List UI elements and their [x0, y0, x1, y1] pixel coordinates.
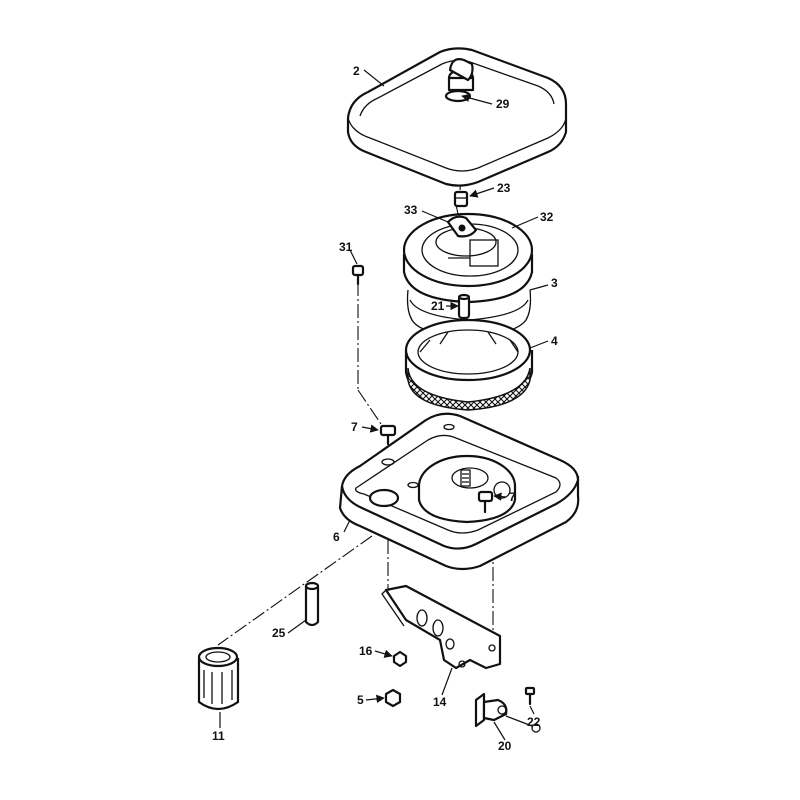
callout-29: 29	[496, 97, 510, 111]
callout-16: 16	[359, 644, 373, 658]
tube	[304, 581, 320, 627]
callout-11: 11	[212, 729, 225, 743]
screw	[351, 264, 365, 286]
nut-16	[392, 650, 408, 668]
callout-4: 4	[551, 334, 558, 348]
callout-labels: 2 29 23 33 32 31 3 21 4 7 7 6 25 16 14 5…	[212, 64, 558, 753]
callout-22: 22	[527, 715, 541, 729]
callout-23: 23	[497, 181, 511, 195]
bolt-lower	[477, 490, 494, 514]
callout-5: 5	[357, 693, 364, 707]
callout-20: 20	[498, 739, 512, 753]
base-pan	[338, 412, 580, 571]
callout-6: 6	[333, 530, 340, 544]
callout-32: 32	[540, 210, 554, 224]
callout-21: 21	[431, 299, 445, 313]
leader-lines	[219, 69, 549, 741]
nut	[453, 190, 469, 208]
hose	[197, 646, 240, 711]
filter-element	[402, 212, 534, 304]
callout-33: 33	[404, 203, 418, 217]
wing-clip	[446, 215, 478, 238]
callout-31: 31	[339, 240, 353, 254]
callout-7-lower: 7	[509, 490, 516, 504]
switch	[474, 692, 541, 733]
stud	[457, 293, 471, 320]
callout-2: 2	[353, 64, 360, 78]
wing-nut	[444, 58, 475, 103]
callout-7-upper: 7	[351, 420, 358, 434]
filter-cartridge	[404, 318, 534, 411]
bolt-upper	[379, 424, 397, 446]
cover	[346, 47, 568, 187]
screw-22	[524, 686, 536, 706]
bracket	[381, 584, 502, 670]
callout-14: 14	[433, 695, 447, 709]
callout-25: 25	[272, 626, 286, 640]
nut-5	[384, 688, 402, 708]
callout-3: 3	[551, 276, 558, 290]
